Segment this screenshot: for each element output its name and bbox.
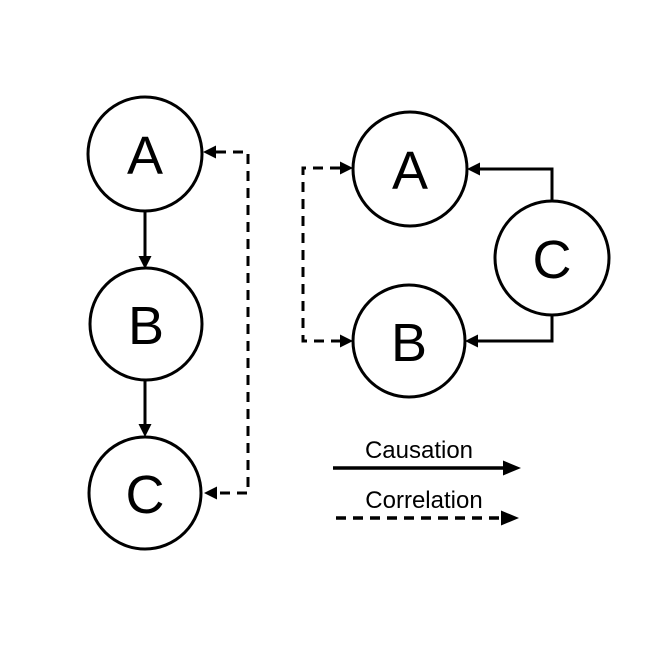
correlation-link-a-arrowhead <box>203 145 216 159</box>
causation-arrow-b-to-c-head <box>138 424 152 437</box>
chain-node-label-b: B <box>128 296 164 356</box>
legend-correlation-label: Correlation <box>365 487 482 514</box>
correlation-link-a-c-path <box>216 150 250 495</box>
legend-causation-label: Causation <box>365 437 473 464</box>
common-cause-node-label-a: A <box>392 141 428 201</box>
correlation-link-c-arrowhead <box>204 486 217 500</box>
correlation-link-a-b-path <box>301 166 340 343</box>
correlation-link-a-arrowhead-right <box>340 161 353 175</box>
causation-arrow-c-to-a-head <box>467 162 480 176</box>
legend-correlation-arrow-head <box>501 510 519 526</box>
causation-arrow-c-to-b-head <box>465 334 478 348</box>
legend-causation-arrow-head <box>503 460 521 476</box>
causation-arrow-c-to-b-shaft <box>478 315 554 343</box>
common-cause-node-label-b: B <box>391 313 427 373</box>
causation-arrow-c-to-a-shaft <box>480 167 554 201</box>
chain-diagram: A B C <box>86 95 250 551</box>
chain-node-label-a: A <box>127 126 163 186</box>
causation-arrow-a-to-b-head <box>138 256 152 269</box>
correlation-link-b-arrowhead-right <box>340 334 353 348</box>
legend: Causation Correlation <box>333 437 521 526</box>
common-cause-node-label-c: C <box>533 230 572 290</box>
common-cause-diagram: A B C <box>301 110 611 399</box>
chain-node-label-c: C <box>126 465 165 525</box>
